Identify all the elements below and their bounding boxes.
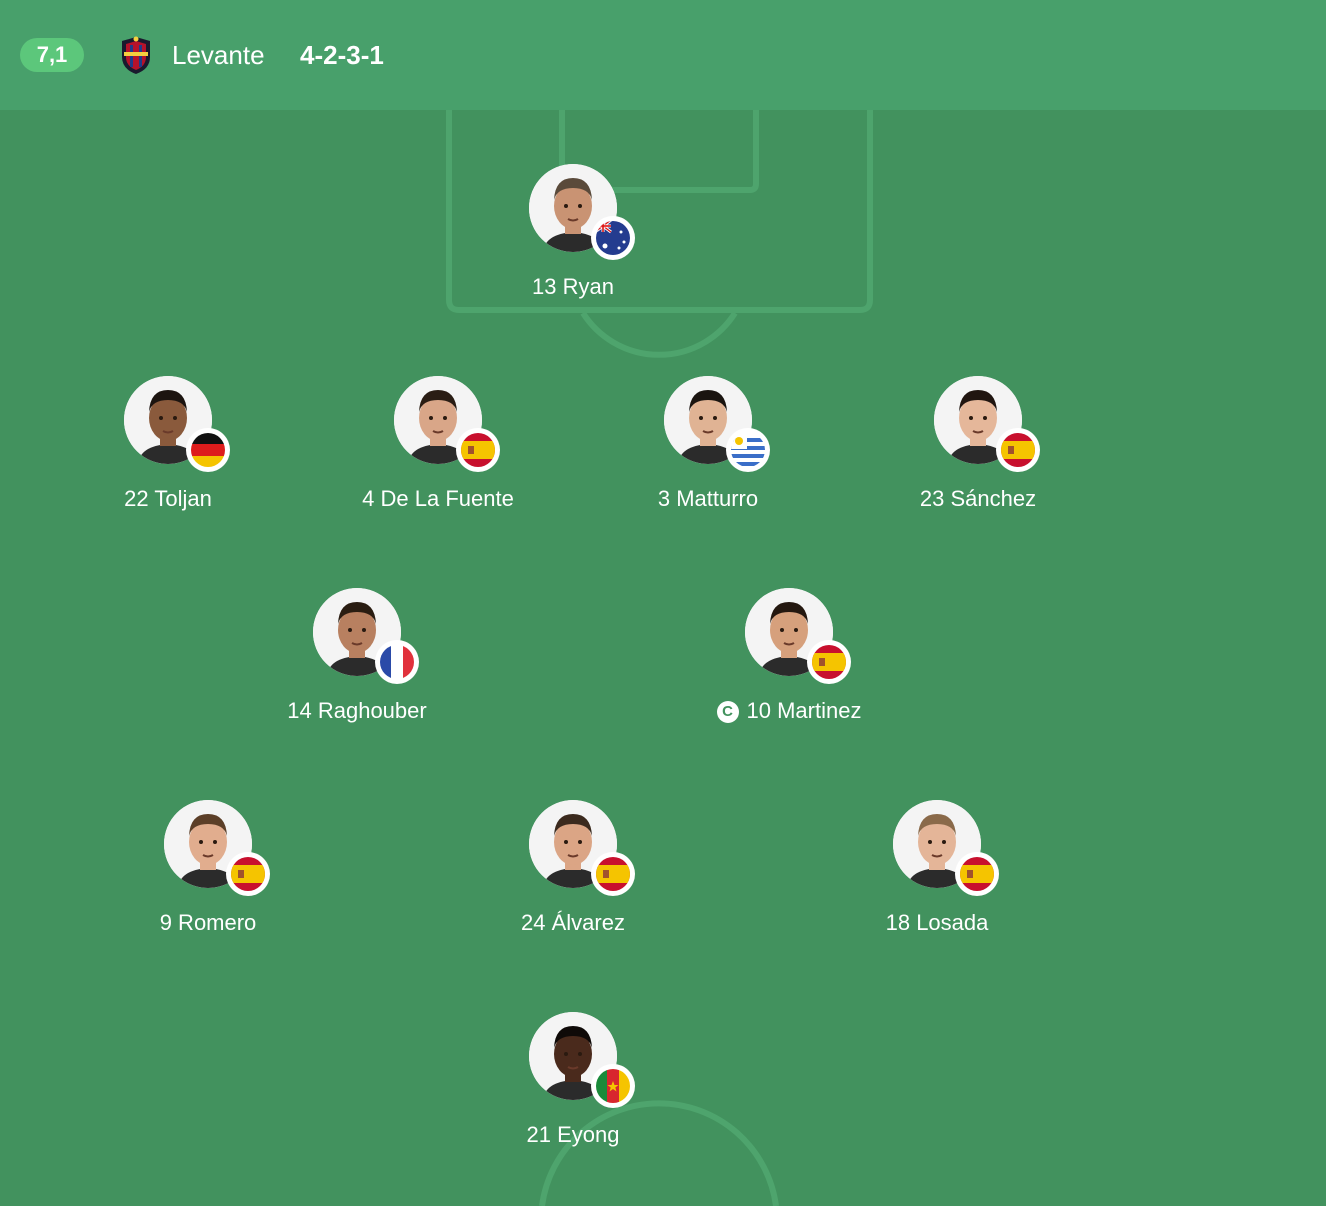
player-name[interactable]: 9 Romero	[78, 910, 338, 936]
player-name[interactable]: 22 Toljan	[38, 486, 298, 512]
player-name[interactable]: 18 Losada	[807, 910, 1067, 936]
team-rating-badge: 7,1	[20, 38, 84, 72]
player-label: 24 Álvarez	[521, 910, 625, 935]
player-photo[interactable]	[394, 376, 482, 464]
player-name[interactable]: 23 Sánchez	[848, 486, 1108, 512]
spain-flag-icon	[591, 852, 635, 896]
player-card[interactable]: 3 Matturro	[578, 376, 838, 526]
player-card[interactable]: 9 Romero	[78, 800, 338, 950]
player-photo[interactable]	[529, 164, 617, 252]
player-card[interactable]: 21 Eyong	[443, 1012, 703, 1162]
player-name[interactable]: 3 Matturro	[578, 486, 838, 512]
player-card[interactable]: 23 Sánchez	[848, 376, 1108, 526]
player-label: 22 Toljan	[124, 486, 212, 511]
player-label: 21 Eyong	[526, 1122, 620, 1147]
formation-label: 4-2-3-1	[300, 40, 384, 70]
germany-flag-icon	[186, 428, 230, 472]
player-name[interactable]: 21 Eyong	[443, 1122, 703, 1148]
player-card[interactable]: 4 De La Fuente	[308, 376, 568, 526]
player-name[interactable]: 4 De La Fuente	[308, 486, 568, 512]
captain-icon: C	[716, 701, 739, 723]
player-name[interactable]: 13 Ryan	[443, 274, 703, 300]
player-photo[interactable]	[529, 1012, 617, 1100]
player-label: 23 Sánchez	[919, 486, 1037, 511]
spain-flag-icon	[996, 428, 1040, 472]
player-label: 10 Martinez	[746, 698, 862, 723]
player-card[interactable]: 22 Toljan	[38, 376, 298, 526]
player-card[interactable]: 24 Álvarez	[443, 800, 703, 950]
cameroon-flag-icon	[591, 1064, 635, 1108]
player-label: 13 Ryan	[532, 274, 614, 299]
spain-flag-icon	[955, 852, 999, 896]
player-card[interactable]: C 10 Martinez	[659, 588, 919, 738]
lineup-header: 7,1 Levante 4-2-3-1	[0, 0, 1326, 110]
player-label: 4 De La Fuente	[362, 486, 514, 511]
team-name[interactable]: Levante	[172, 40, 265, 70]
levante-crest-icon	[118, 35, 154, 75]
player-label: 18 Losada	[885, 910, 989, 935]
france-flag-icon	[375, 640, 419, 684]
player-card[interactable]: 18 Losada	[807, 800, 1067, 950]
player-name[interactable]: C 10 Martinez	[659, 698, 919, 724]
player-name[interactable]: 24 Álvarez	[443, 910, 703, 936]
player-name[interactable]: 14 Raghouber	[227, 698, 487, 724]
player-label: 14 Raghouber	[287, 698, 427, 723]
player-label: 3 Matturro	[657, 486, 759, 511]
player-card[interactable]: 14 Raghouber	[227, 588, 487, 738]
spain-flag-icon	[226, 852, 270, 896]
spain-flag-icon	[456, 428, 500, 472]
player-label: 9 Romero	[159, 910, 257, 935]
spain-flag-icon	[807, 640, 851, 684]
uruguay-flag-icon	[726, 428, 770, 472]
australia-flag-icon	[591, 216, 635, 260]
player-card[interactable]: 13 Ryan	[443, 164, 703, 314]
